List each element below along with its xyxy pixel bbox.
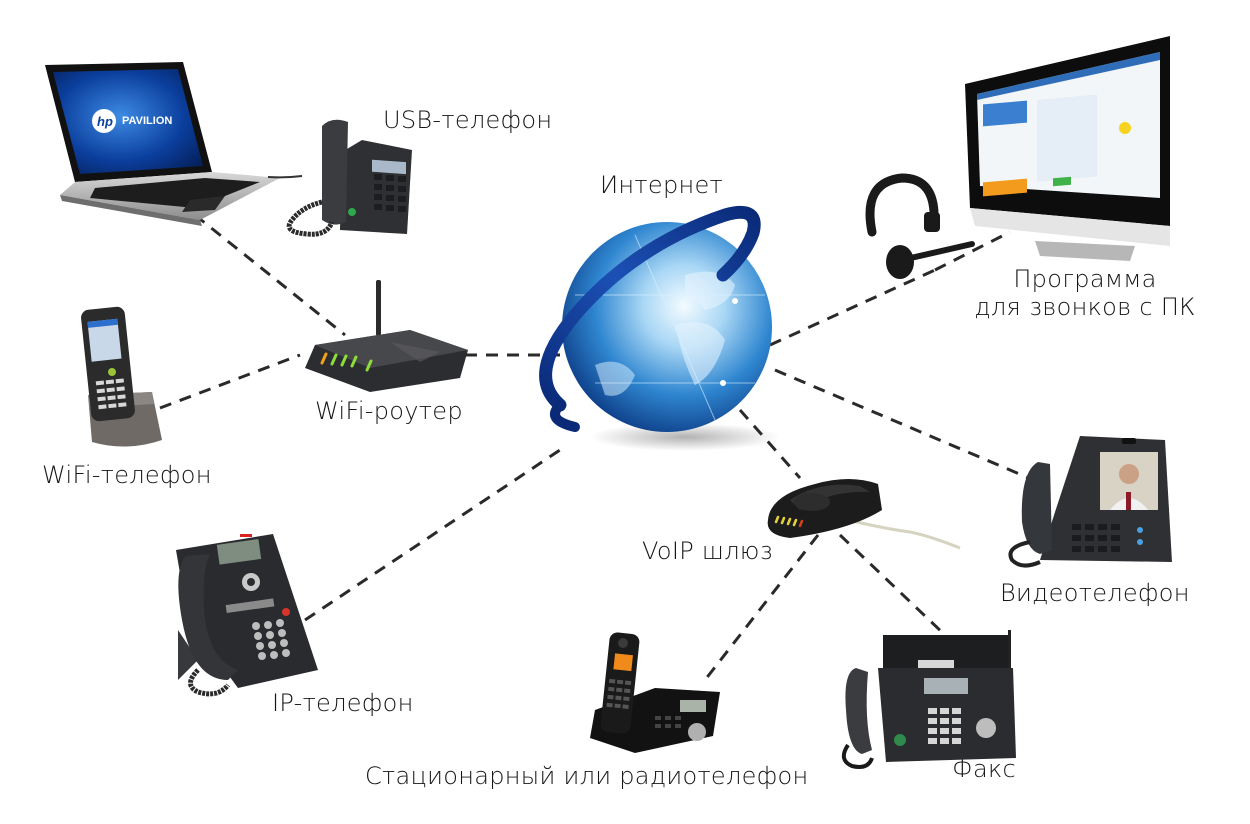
link-internet-voip: [738, 409, 802, 479]
wifi-phone-icon: [81, 306, 162, 447]
label-wifi-router: WiFi-роутер: [315, 397, 463, 425]
label-voip-gateway: VoIP шлюз: [642, 537, 773, 565]
label-fax: Факс: [952, 755, 1017, 783]
fax-icon: [841, 630, 1016, 769]
usb-phone: [262, 112, 422, 242]
video-phone-icon: [1008, 436, 1172, 568]
voip-gateway-icon: [767, 479, 961, 550]
usb-phone-icon: [286, 119, 412, 237]
globe-icon: [539, 205, 780, 451]
link-laptop-router: [194, 213, 346, 337]
label-video-phone: Видеотелефон: [1000, 579, 1190, 607]
fax-machine: [838, 630, 1018, 770]
internet-globe: [535, 205, 785, 455]
link-internet-videophone: [774, 368, 1051, 489]
ip-phone: [168, 530, 323, 700]
monitor-icon: [965, 36, 1170, 261]
landline-phone-icon: [590, 632, 720, 753]
link-internet-pc: [769, 268, 936, 347]
ip-phone-icon: [176, 534, 318, 697]
laptop: hp PAVILION: [40, 60, 303, 230]
headset-icon: [865, 173, 975, 279]
laptop-brand: PAVILION: [122, 115, 172, 127]
link-voip-landline: [703, 534, 820, 681]
router-icon: [305, 280, 468, 392]
landline-phone: [585, 628, 725, 753]
link-internet-pc-2: [934, 230, 1011, 272]
label-landline-phone: Стационарный или радиотелефон: [365, 762, 809, 790]
link-voip-fax: [838, 533, 947, 637]
wifi-router: [300, 280, 470, 395]
label-pc-software: Программа для звонков с ПК: [960, 265, 1210, 321]
headset: [862, 172, 977, 282]
link-wifiphone-router: [159, 353, 301, 410]
label-ip-phone: IP-телефон: [272, 689, 414, 717]
pc-monitor: [965, 36, 1180, 261]
laptop-logo: hp: [97, 114, 113, 129]
label-pc-software-line1: Программа: [1013, 265, 1157, 293]
laptop-icon: hp PAVILION: [45, 62, 303, 226]
label-wifi-phone: WiFi-телефон: [42, 461, 212, 489]
label-usb-phone: USB-телефон: [383, 106, 553, 134]
label-pc-software-line2: для звонков с ПК: [974, 292, 1196, 321]
voip-gateway: [760, 470, 961, 560]
wifi-phone: [72, 300, 172, 450]
link-ipphone-internet: [304, 448, 561, 622]
label-internet: Интернет: [600, 171, 724, 199]
video-phone: [1000, 432, 1180, 572]
